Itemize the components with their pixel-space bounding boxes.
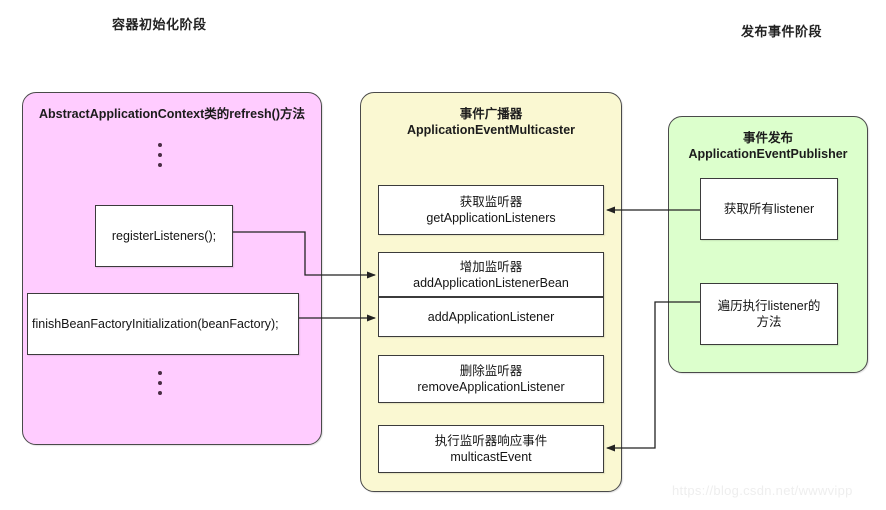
node-remove-application-listener[interactable]: 删除监听器 removeApplicationListener (378, 355, 604, 403)
dot (158, 371, 162, 375)
ellipsis-dots-dots-top (155, 137, 165, 173)
dot (158, 163, 162, 167)
node-multicast-event[interactable]: 执行监听器响应事件 multicastEvent (378, 425, 604, 473)
node-add-application-listener-bean[interactable]: 增加监听器 addApplicationListenerBean (378, 252, 604, 297)
ellipsis-dots-dots-bottom (155, 365, 165, 401)
watermark: https://blog.csdn.net/wwwvipp (672, 483, 853, 498)
node-add-application-listener[interactable]: addApplicationListener (378, 297, 604, 337)
phase-box-context (22, 92, 322, 445)
node-finish-bean-factory[interactable]: finishBeanFactoryInitialization(beanFact… (27, 293, 299, 355)
node-register-listeners[interactable]: registerListeners(); (95, 205, 233, 267)
dot (158, 153, 162, 157)
dot (158, 143, 162, 147)
stage-label-init: 容器初始化阶段 (112, 17, 207, 32)
phase-title-multicaster: 事件广播器 ApplicationEventMulticaster (406, 107, 576, 137)
node-get-all-listeners[interactable]: 获取所有listener (700, 178, 838, 240)
dot (158, 381, 162, 385)
node-get-application-listeners[interactable]: 获取监听器 getApplicationListeners (378, 185, 604, 235)
phase-title-context: AbstractApplicationContext类的refresh()方法 (39, 107, 305, 121)
stage-label-publish: 发布事件阶段 (741, 24, 823, 39)
node-iterate-execute-listener[interactable]: 遍历执行listener的 方法 (700, 283, 838, 345)
phase-title-publisher: 事件发布 ApplicationEventPublisher (688, 131, 848, 161)
dot (158, 391, 162, 395)
